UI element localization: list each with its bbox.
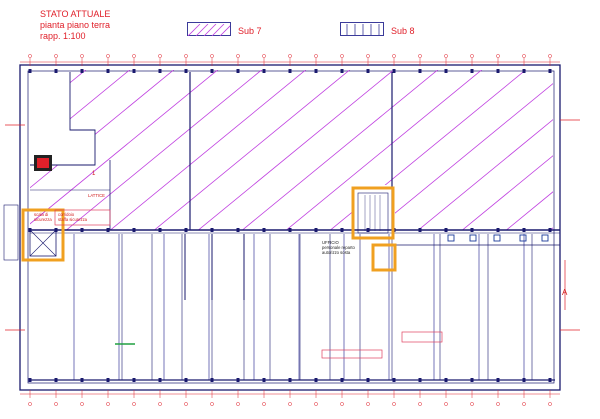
legend-sub7-swatch <box>187 22 233 37</box>
safety-stair-label: scala di sicurezza <box>34 212 52 222</box>
legend-sub8-swatch <box>340 22 384 36</box>
section-markers <box>5 119 580 331</box>
sub8-stripe-area <box>73 234 525 380</box>
lattice-room-label: LATTICE <box>88 193 105 198</box>
sub7-hatch-area <box>30 70 553 230</box>
marker-1-label: 1 <box>92 171 96 177</box>
legend-sub7-label: Sub 7 <box>238 26 262 36</box>
window-markers <box>447 234 549 242</box>
office-room-label: UFFICIO personale reparto autorizzo sost… <box>322 240 355 255</box>
drawing-scale: rapp. 1:100 <box>40 31 86 41</box>
legend-sub8-label: Sub 8 <box>391 26 415 36</box>
drawing-subtitle: pianta piano terra <box>40 20 111 30</box>
diagonal-hatch-icon <box>187 23 233 37</box>
drawing-status-title: STATO ATTUALE <box>40 9 111 19</box>
corridor-label: corridoio staffa sicurezza <box>58 212 88 222</box>
dimension-chains <box>20 54 560 406</box>
vertical-stripes-icon <box>346 24 380 36</box>
internal-walls <box>30 72 560 381</box>
structural-columns <box>28 69 552 382</box>
section-a-label: A <box>562 288 568 297</box>
equipment-block <box>34 155 52 171</box>
office-outlines <box>54 209 443 359</box>
lower-partitions <box>121 234 533 380</box>
stair-core <box>3 186 397 272</box>
